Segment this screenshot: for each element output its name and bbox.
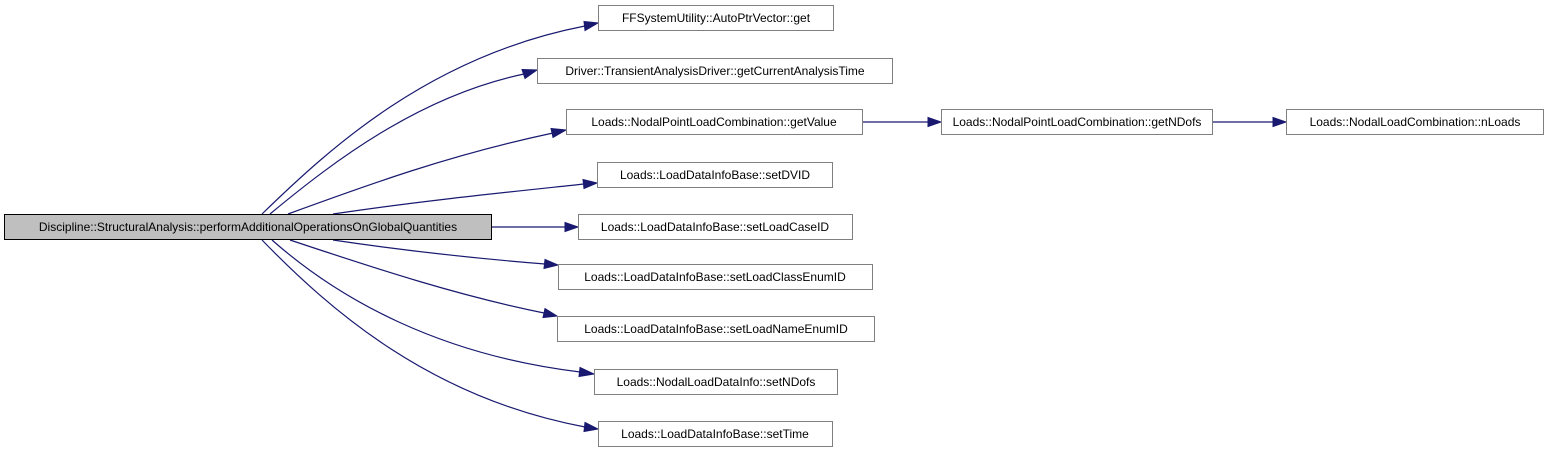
edge-root-to-set-dvid [332,178,599,215]
call-edges [261,20,1288,433]
node-get-current-analysis-time[interactable]: Driver::TransientAnalysisDriver::getCurr… [537,58,893,84]
edge-root-to-set-ndofs [271,239,596,378]
node-autoptrvector-get[interactable]: FFSystemUtility::AutoPtrVector::get [598,5,834,31]
node-label: Loads::LoadDataInfoBase::setTime [621,427,809,441]
node-label: Loads::LoadDataInfoBase::setLoadCaseID [601,220,829,234]
node-label: Loads::NodalPointLoadCombination::getVal… [591,115,837,129]
edge-root-to-set-load-name-enum-id [289,239,559,319]
node-label: Loads::LoadDataInfoBase::setDVID [620,168,810,182]
edge-root-to-get-current-analysis-time [269,68,539,215]
edge-root-to-set-load-case-id [492,221,580,233]
node-set-load-class-enum-id[interactable]: Loads::LoadDataInfoBase::setLoadClassEnu… [558,264,873,290]
node-label: Loads::NodalLoadCombination::nLoads [1310,115,1521,129]
edge-get-ndofs-to-nloads [1212,116,1288,128]
node-label: Loads::NodalLoadDataInfo::setNDofs [617,375,816,389]
node-set-load-name-enum-id[interactable]: Loads::LoadDataInfoBase::setLoadNameEnum… [557,316,875,342]
node-nloads[interactable]: Loads::NodalLoadCombination::nLoads [1286,109,1544,135]
node-get-ndofs[interactable]: Loads::NodalPointLoadCombination::getNDo… [941,109,1213,135]
edge-root-to-autoptrvector-get [261,20,600,215]
node-perform-additional-operations[interactable]: Discipline::StructuralAnalysis::performA… [4,214,492,240]
node-label: Loads::NodalPointLoadCombination::getNDo… [953,115,1202,129]
edge-get-value-to-get-ndofs [862,116,943,128]
node-label: FFSystemUtility::AutoPtrVector::get [622,11,811,25]
node-set-time[interactable]: Loads::LoadDataInfoBase::setTime [598,421,833,447]
node-get-value[interactable]: Loads::NodalPointLoadCombination::getVal… [566,109,863,135]
edge-root-to-get-value [287,127,568,215]
edge-root-to-set-load-class-enum-id [332,239,560,270]
node-label: Loads::LoadDataInfoBase::setLoadClassEnu… [584,270,846,284]
node-set-ndofs[interactable]: Loads::NodalLoadDataInfo::setNDofs [594,369,838,395]
node-label: Driver::TransientAnalysisDriver::getCurr… [565,64,865,78]
node-label: Loads::LoadDataInfoBase::setLoadNameEnum… [584,322,848,336]
node-set-dvid[interactable]: Loads::LoadDataInfoBase::setDVID [597,162,833,188]
edge-root-to-set-time [261,239,600,433]
node-set-load-case-id[interactable]: Loads::LoadDataInfoBase::setLoadCaseID [578,214,853,240]
node-label: Discipline::StructuralAnalysis::performA… [39,220,457,234]
